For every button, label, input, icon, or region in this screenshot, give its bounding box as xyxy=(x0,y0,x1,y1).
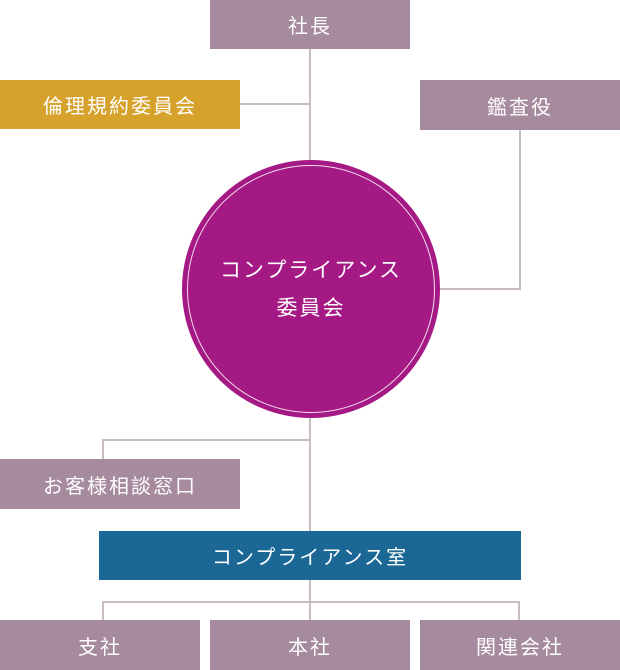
node-compliance-committee: コンプライアンス 委員会 xyxy=(182,160,440,418)
connector-bottom-row xyxy=(102,601,520,620)
node-auditor-label: 鑑査役 xyxy=(487,94,553,119)
connector-customer-desk xyxy=(102,439,310,459)
node-customer-desk-label: お客様相談窓口 xyxy=(43,473,197,498)
circle-inner-ring xyxy=(187,165,435,413)
node-head-office: 本社 xyxy=(210,620,410,670)
node-ethics-committee: 倫理規約委員会 xyxy=(0,80,240,129)
node-compliance-office: コンプライアンス室 xyxy=(99,531,521,580)
node-president: 社長 xyxy=(210,0,410,49)
node-compliance-committee-label: コンプライアンス 委員会 xyxy=(220,251,402,327)
node-compliance-office-label: コンプライアンス室 xyxy=(211,545,409,569)
compliance-committee-line2: 委員会 xyxy=(276,296,346,320)
node-ethics-committee-label: 倫理規約委員会 xyxy=(43,94,197,118)
node-affiliates-label: 関連会社 xyxy=(476,634,564,659)
node-auditor: 鑑査役 xyxy=(420,80,620,130)
node-head-office-label: 本社 xyxy=(288,634,332,659)
node-affiliates: 関連会社 xyxy=(420,620,620,670)
compliance-committee-line1: コンプライアンス xyxy=(219,258,403,282)
node-customer-desk: お客様相談窓口 xyxy=(0,459,240,509)
connector-auditor-committee xyxy=(440,130,521,290)
node-branch-label: 支社 xyxy=(78,634,122,659)
node-president-label: 社長 xyxy=(288,14,332,38)
node-branch: 支社 xyxy=(0,620,200,670)
